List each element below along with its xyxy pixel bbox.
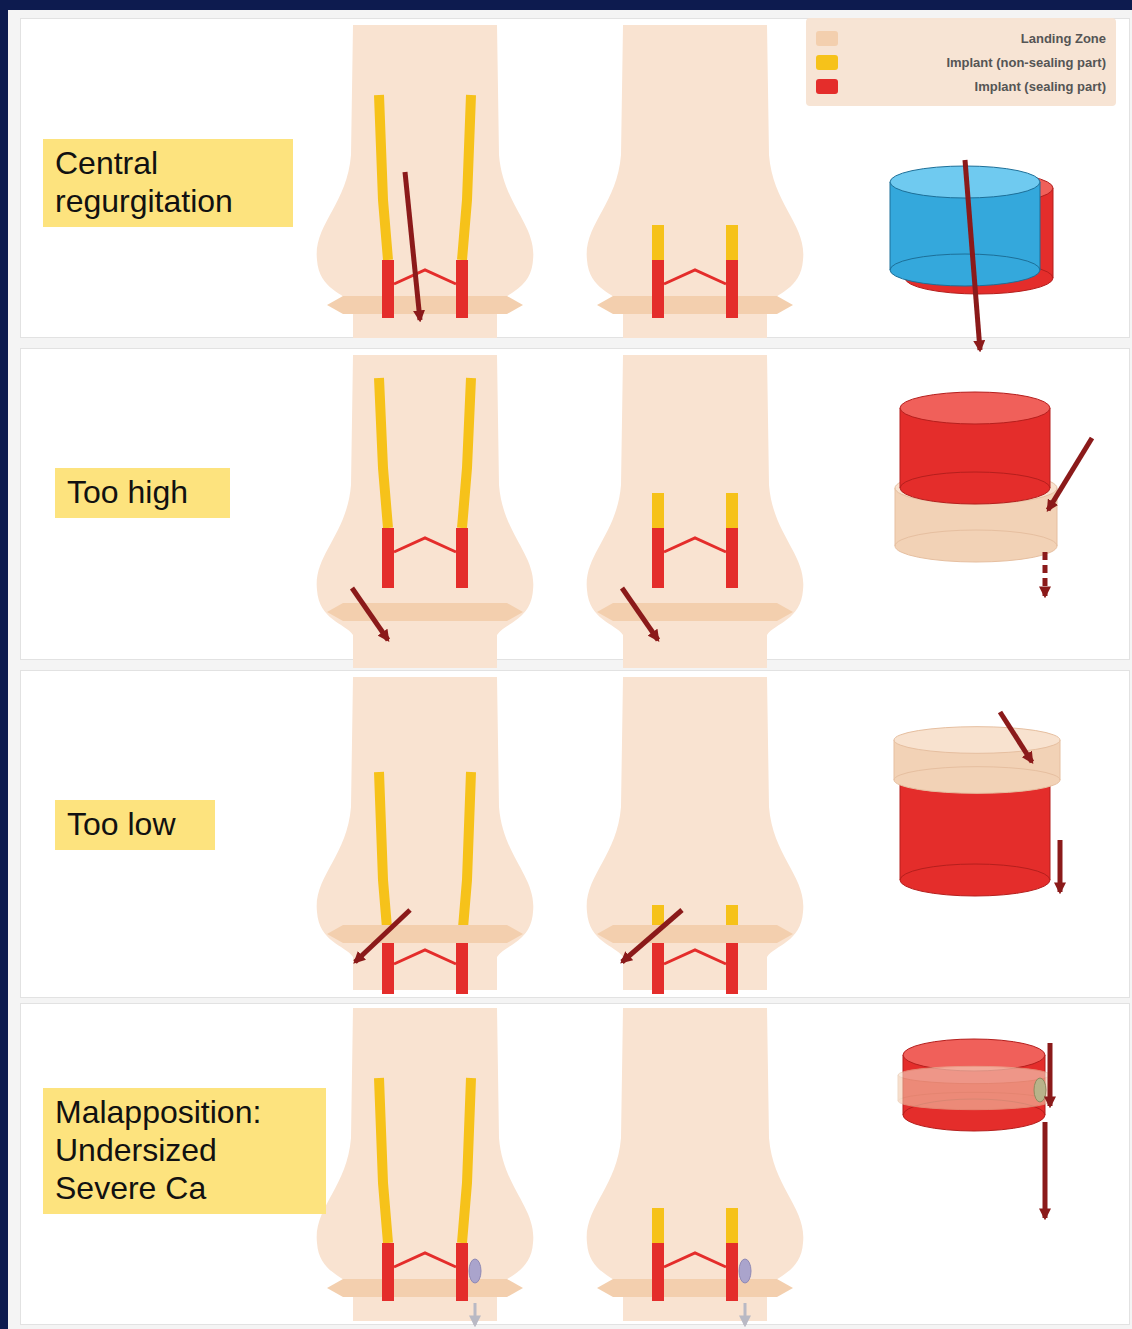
implant-seal [726,528,738,588]
implant-seal [382,1243,394,1301]
flow-arrow [1058,840,1063,892]
flow-arrow [405,172,420,320]
implant-strut [726,493,738,528]
flow-arrow [1000,712,1032,762]
implant-strut [726,225,738,260]
leaflet [664,270,726,284]
flow-arrow [355,910,410,962]
implant-seal [382,528,394,588]
label-box: Too high [55,468,230,518]
landing-zone [327,1279,523,1297]
flow-arrow [622,588,658,640]
landing-zone [327,296,523,314]
flow-arrow [1048,438,1092,510]
flow-arrow [352,588,388,640]
implant-strut [462,1078,471,1243]
implant-strut [379,772,388,940]
row-label: Central regurgitation [55,145,281,221]
aortic-root [317,1008,534,1321]
implant-seal [726,940,738,994]
implant-seal [652,528,664,588]
row-label: Too low [67,806,203,844]
implant-seal [456,940,468,994]
implant-strut [379,1078,388,1243]
legend-row: Landing Zone [816,26,1106,50]
landing-zone [597,603,793,621]
leaflet [394,538,456,552]
implant-seal [726,1243,738,1301]
gap-oval [1034,1078,1046,1102]
implant-seal [652,940,664,994]
implant-seal [382,940,394,994]
legend-text: Landing Zone [1021,31,1106,46]
gap-oval [739,1259,751,1283]
landing-zone [327,925,523,943]
implant-strut [652,493,664,528]
leaflet [394,270,456,284]
legend-row: Implant (sealing part) [816,74,1106,98]
aortic-root [317,355,534,668]
implant-seal [652,260,664,318]
aortic-root [317,25,534,338]
legend-swatch [816,79,838,94]
aortic-root [587,25,804,338]
legend-swatch [816,55,838,70]
leaflet [394,1253,456,1267]
leaflet [664,950,726,964]
aortic-root [587,1008,804,1321]
row-label: Malapposition: Undersized Severe Ca [55,1094,314,1207]
aortic-root [317,677,534,990]
leaflet [394,950,456,964]
implant-strut [652,225,664,260]
label-box: Too low [55,800,215,850]
flow-arrow [744,1303,747,1325]
implant-strut [379,378,388,528]
flow-arrow [474,1303,477,1325]
implant-seal [726,260,738,318]
landing-ring [894,727,1060,794]
flow-arrow [622,910,682,962]
legend: Landing ZoneImplant (non-sealing part) Im… [806,18,1116,106]
implant-seal [456,1243,468,1301]
implant-strut [379,95,388,260]
flow-arrow [1048,1043,1053,1106]
label-box: Malapposition: Undersized Severe Ca [43,1088,326,1213]
implant-strut [726,1208,738,1243]
landing-ring [895,472,1057,562]
implant-seal [652,1243,664,1301]
landing-ring [898,1066,1050,1109]
implant-strut [462,772,471,940]
legend-swatch [816,31,838,46]
flow-arrow [1043,552,1048,596]
implant-seal [382,260,394,318]
landing-zone [597,1279,793,1297]
legend-text: Implant (non-sealing part) [946,55,1106,70]
landing-zone [597,296,793,314]
flow-arrow [1043,1122,1048,1218]
leaflet [664,1253,726,1267]
implant-strut [462,378,471,528]
implant-strut [652,1208,664,1243]
aortic-root [587,355,804,668]
leaflet [664,538,726,552]
landing-zone [597,925,793,943]
aortic-root [587,677,804,990]
implant-seal [456,260,468,318]
implant-seal [456,528,468,588]
gap-oval [469,1259,481,1283]
legend-row: Implant (non-sealing part) [816,50,1106,74]
legend-text: Implant (sealing part) [975,79,1106,94]
flow-arrow [965,160,980,350]
row-label: Too high [67,474,218,512]
label-box: Central regurgitation [43,139,293,227]
landing-zone [327,603,523,621]
sealing-cylinder [900,392,1050,504]
implant-strut [462,95,471,260]
